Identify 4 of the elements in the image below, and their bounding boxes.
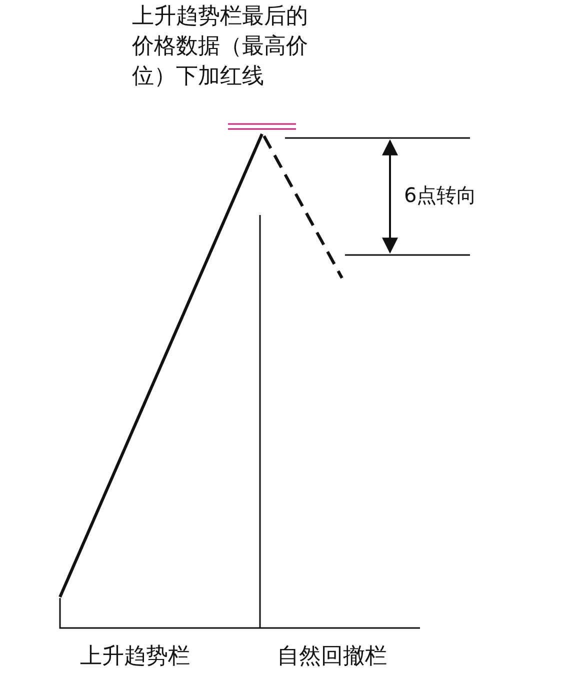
column-label: 自然回撤栏 (277, 643, 388, 671)
column-label: 上升趋势栏 (80, 643, 191, 671)
dimension-label: 6点转向 (404, 182, 478, 209)
annotation-text: 上升趋势栏最后的价格数据（最高价位）下加红线 (132, 3, 309, 91)
